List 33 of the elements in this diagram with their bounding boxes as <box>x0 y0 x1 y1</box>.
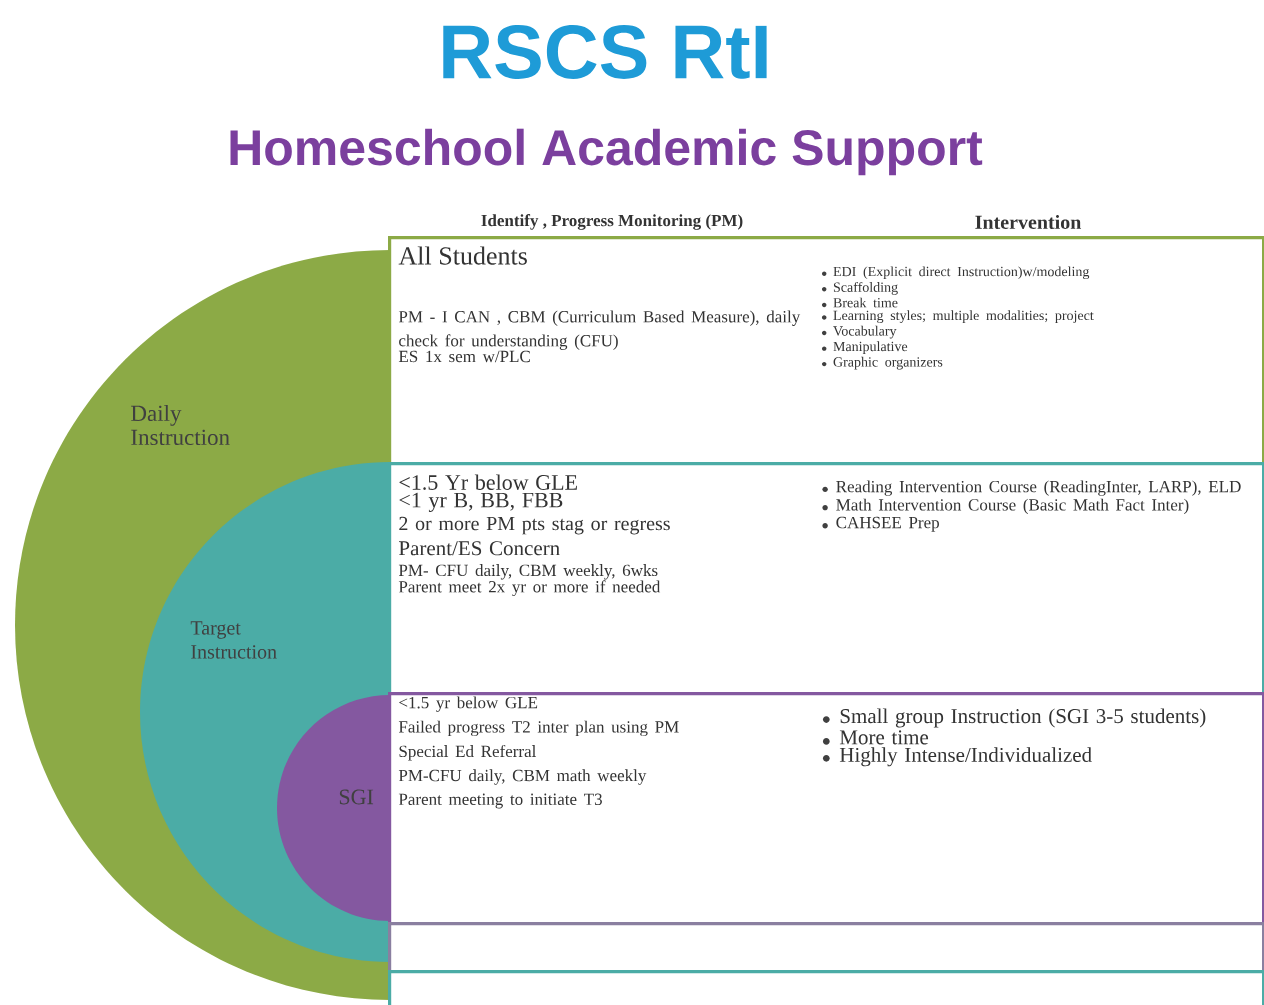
criteria-text: <1.5 yr below GLE <box>399 696 538 712</box>
bullet-item: Manipulative <box>821 341 908 354</box>
criteria-text: Parent meeting to initiate T3 <box>398 793 602 809</box>
criteria-text: PM- CFU daily, CBM weekly, 6wks <box>398 564 658 580</box>
disc-label: SGI <box>339 789 374 805</box>
criteria-text: Failed progress T2 inter plan using PM <box>398 720 679 737</box>
bullet-item: More time <box>822 730 929 745</box>
criteria-text: Special Ed Referral <box>399 744 536 761</box>
bullet-item: Reading Intervention Course (ReadingInter, LARP), ELD <box>822 480 1241 496</box>
bullet-item: EDI (Explicit direct Instruction)w/modeling <box>821 266 1090 280</box>
bullet-item: Scaffolding <box>821 281 898 295</box>
title: RSCS RtI <box>443 25 767 79</box>
criteria-text: <1 yr B, BB, FBB <box>399 492 563 513</box>
bullet-item: CAHSEE Prep <box>822 516 939 532</box>
row-heading: All Students <box>398 246 527 265</box>
criteria-text: 2 or more PM pts stag or regress <box>399 516 670 535</box>
criteria-text: Parent/ES Concern <box>399 541 560 556</box>
bullet-item: Highly Intense/Individualized <box>822 747 1092 767</box>
criteria-text: ES 1x sem w/PLC <box>398 350 530 363</box>
criteria-text: Parent meet 2x yr or more if needed <box>398 580 661 596</box>
bullet-item: Math Intervention Course (Basic Math Fact Inter) <box>822 498 1189 515</box>
bullet-item: Small group Instruction (SGI 3-5 students) <box>822 708 1206 728</box>
bullet-item: Graphic organizers <box>821 356 943 370</box>
bullet-item: Learning styles; multiple modalities; project <box>821 310 1094 323</box>
criteria-text: <1.5 Yr below GLE <box>399 474 577 490</box>
criteria-text: PM - I CAN , CBM (Curriculum Based Measure), daily check for understanding (CFU) <box>398 310 801 350</box>
bullet-item: Vocabulary <box>821 325 897 339</box>
disc-label: Target Instruction <box>190 621 277 659</box>
bullet-item: Break time <box>821 297 898 308</box>
disc-label: Daily Instruction <box>131 404 230 446</box>
criteria-text: PM-CFU daily, CBM math weekly <box>398 769 647 785</box>
subtitle: Homeschool Academic Support <box>230 128 983 176</box>
table-row <box>388 970 1264 1005</box>
